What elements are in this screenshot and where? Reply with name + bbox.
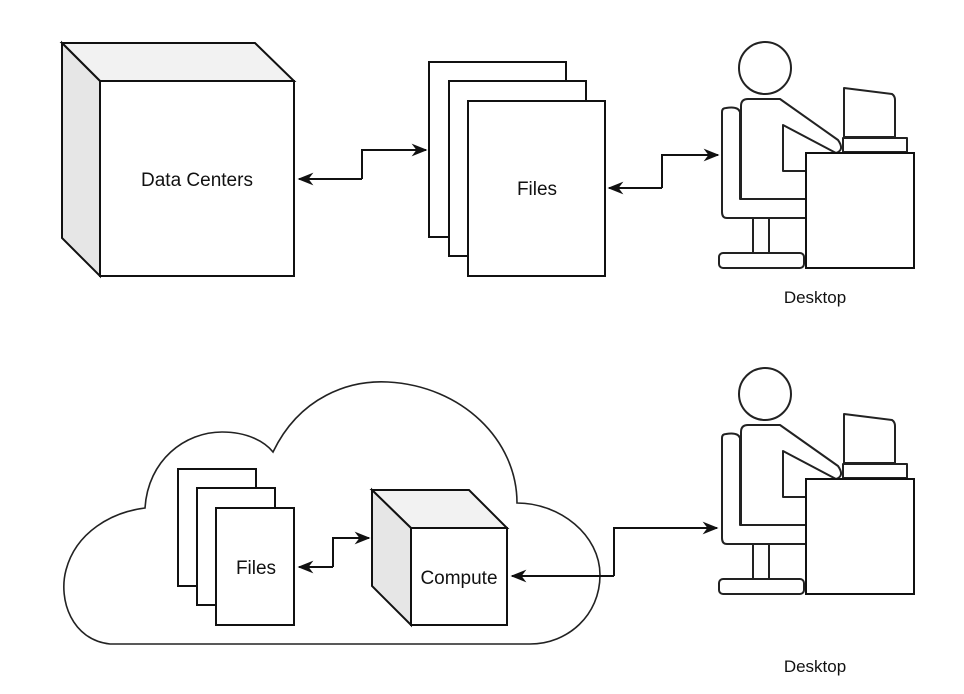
edge-compute-desktop[interactable]	[613, 521, 719, 576]
compute-node[interactable]: Compute	[369, 487, 510, 628]
desktop-node-cloud[interactable]: Desktop	[718, 367, 915, 676]
cube-side-face	[61, 40, 101, 279]
data-centers-node[interactable]: Data Centers	[59, 40, 297, 279]
compute-label: Compute	[420, 568, 497, 589]
person-at-desk-icon	[718, 41, 915, 269]
document-front	[467, 100, 606, 277]
desktop-label-cloud: Desktop	[784, 657, 846, 676]
person-at-desk-icon	[718, 367, 915, 595]
edge-files-desktop[interactable]	[661, 148, 720, 188]
files-node-top[interactable]: Files	[428, 61, 606, 277]
cube-front-face	[99, 80, 295, 277]
data-centers-label: Data Centers	[141, 170, 253, 191]
files-label-top: Files	[517, 179, 557, 200]
cube-top-face	[59, 42, 297, 82]
files-node-cloud[interactable]: Files	[177, 468, 295, 626]
cube-front-face	[410, 527, 508, 626]
desktop-node-top[interactable]: Desktop	[718, 41, 915, 307]
edge-files-compute[interactable]	[332, 531, 371, 567]
edge-datacenter-files[interactable]	[361, 143, 428, 179]
cloud-container	[63, 381, 601, 645]
desktop-label-top: Desktop	[784, 288, 846, 307]
document-front	[215, 507, 295, 626]
files-label-cloud: Files	[236, 558, 276, 579]
